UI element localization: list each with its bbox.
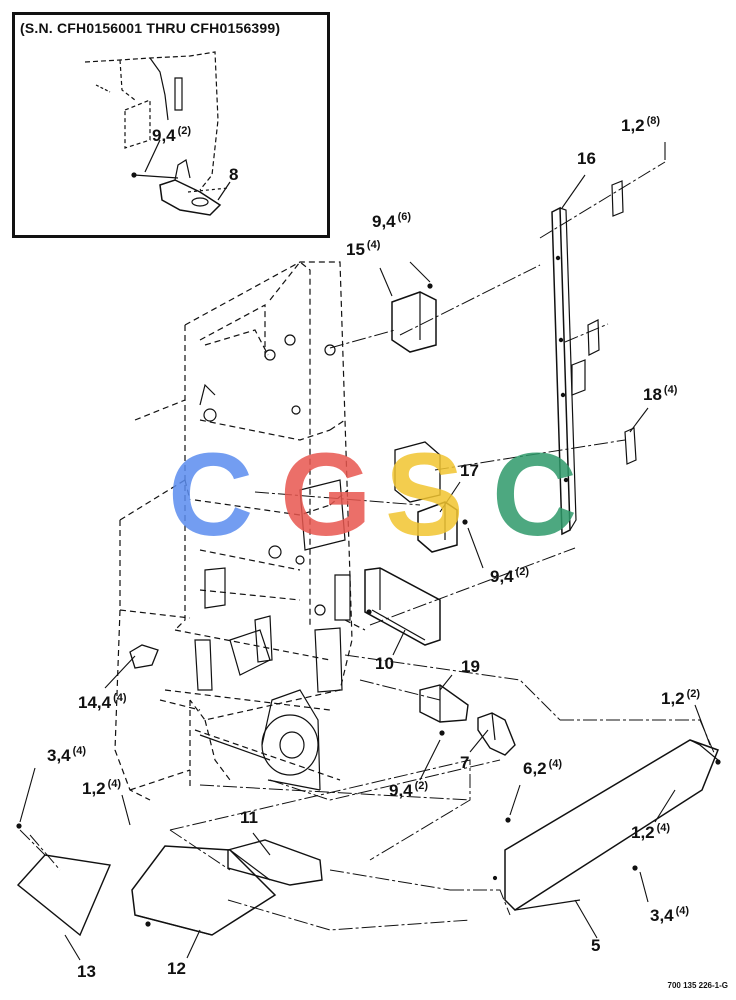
callout-1-2-left: 1,2(4)	[82, 778, 122, 798]
part-13-plate	[16, 823, 111, 937]
drawing-number: 700 135 226-1-G	[667, 981, 729, 990]
callout-1-2-right: 1,2(2)	[661, 688, 701, 708]
part-10-bracket	[364, 567, 441, 646]
callout-10: 10	[375, 654, 394, 673]
callout-18: 18(4)	[643, 384, 678, 404]
callout-6-2: 6,2(4)	[523, 758, 563, 778]
leader-lines	[19, 142, 711, 961]
part-16-channel	[551, 180, 637, 536]
callout-9-4-two-b: 9,4(2)	[389, 780, 429, 800]
callout-9-4-two-a: 9,4(2)	[490, 566, 530, 586]
part-7-bracket	[477, 712, 516, 756]
part-14-bracket	[129, 644, 159, 669]
callout-9-4-six: 9,4(6)	[372, 211, 412, 231]
callout-14-4: 14,4(4)	[78, 692, 127, 712]
callout-3-4-right: 3,4(4)	[650, 905, 690, 925]
callout-inset-9-4: 9,4(2)	[152, 125, 192, 145]
part-15-bracket	[391, 283, 437, 353]
callout-16: 16	[577, 149, 596, 168]
part-19-bracket	[419, 684, 469, 736]
callout-5: 5	[591, 936, 601, 955]
callout-17: 17	[460, 461, 479, 480]
inset-bracket-drawing	[84, 51, 231, 216]
part-17-block	[394, 441, 468, 553]
callout-15: 15(4)	[346, 239, 381, 259]
inset-title: (S.N. CFH0156001 THRU CFH0156399)	[20, 20, 281, 36]
part-11-bracket	[227, 839, 323, 886]
assembly-centerlines	[19, 161, 716, 931]
callout-11: 11	[240, 808, 258, 827]
callout-1-2-top: 1,2(8)	[621, 115, 661, 135]
frame-details	[194, 334, 351, 791]
part-12-shield	[131, 845, 277, 936]
callout-19: 19	[461, 657, 480, 676]
baler-frame-phantom	[114, 261, 366, 801]
callout-7: 7	[460, 753, 470, 772]
callout-1-2-lower: 1,2(4)	[631, 822, 671, 842]
callout-12: 12	[167, 959, 186, 978]
callout-3-4-left: 3,4(4)	[47, 745, 87, 765]
serial-number-inset	[12, 12, 330, 238]
part-5-panel	[492, 739, 721, 911]
callout-inset-8: 8	[229, 165, 239, 184]
callout-13: 13	[77, 962, 96, 981]
